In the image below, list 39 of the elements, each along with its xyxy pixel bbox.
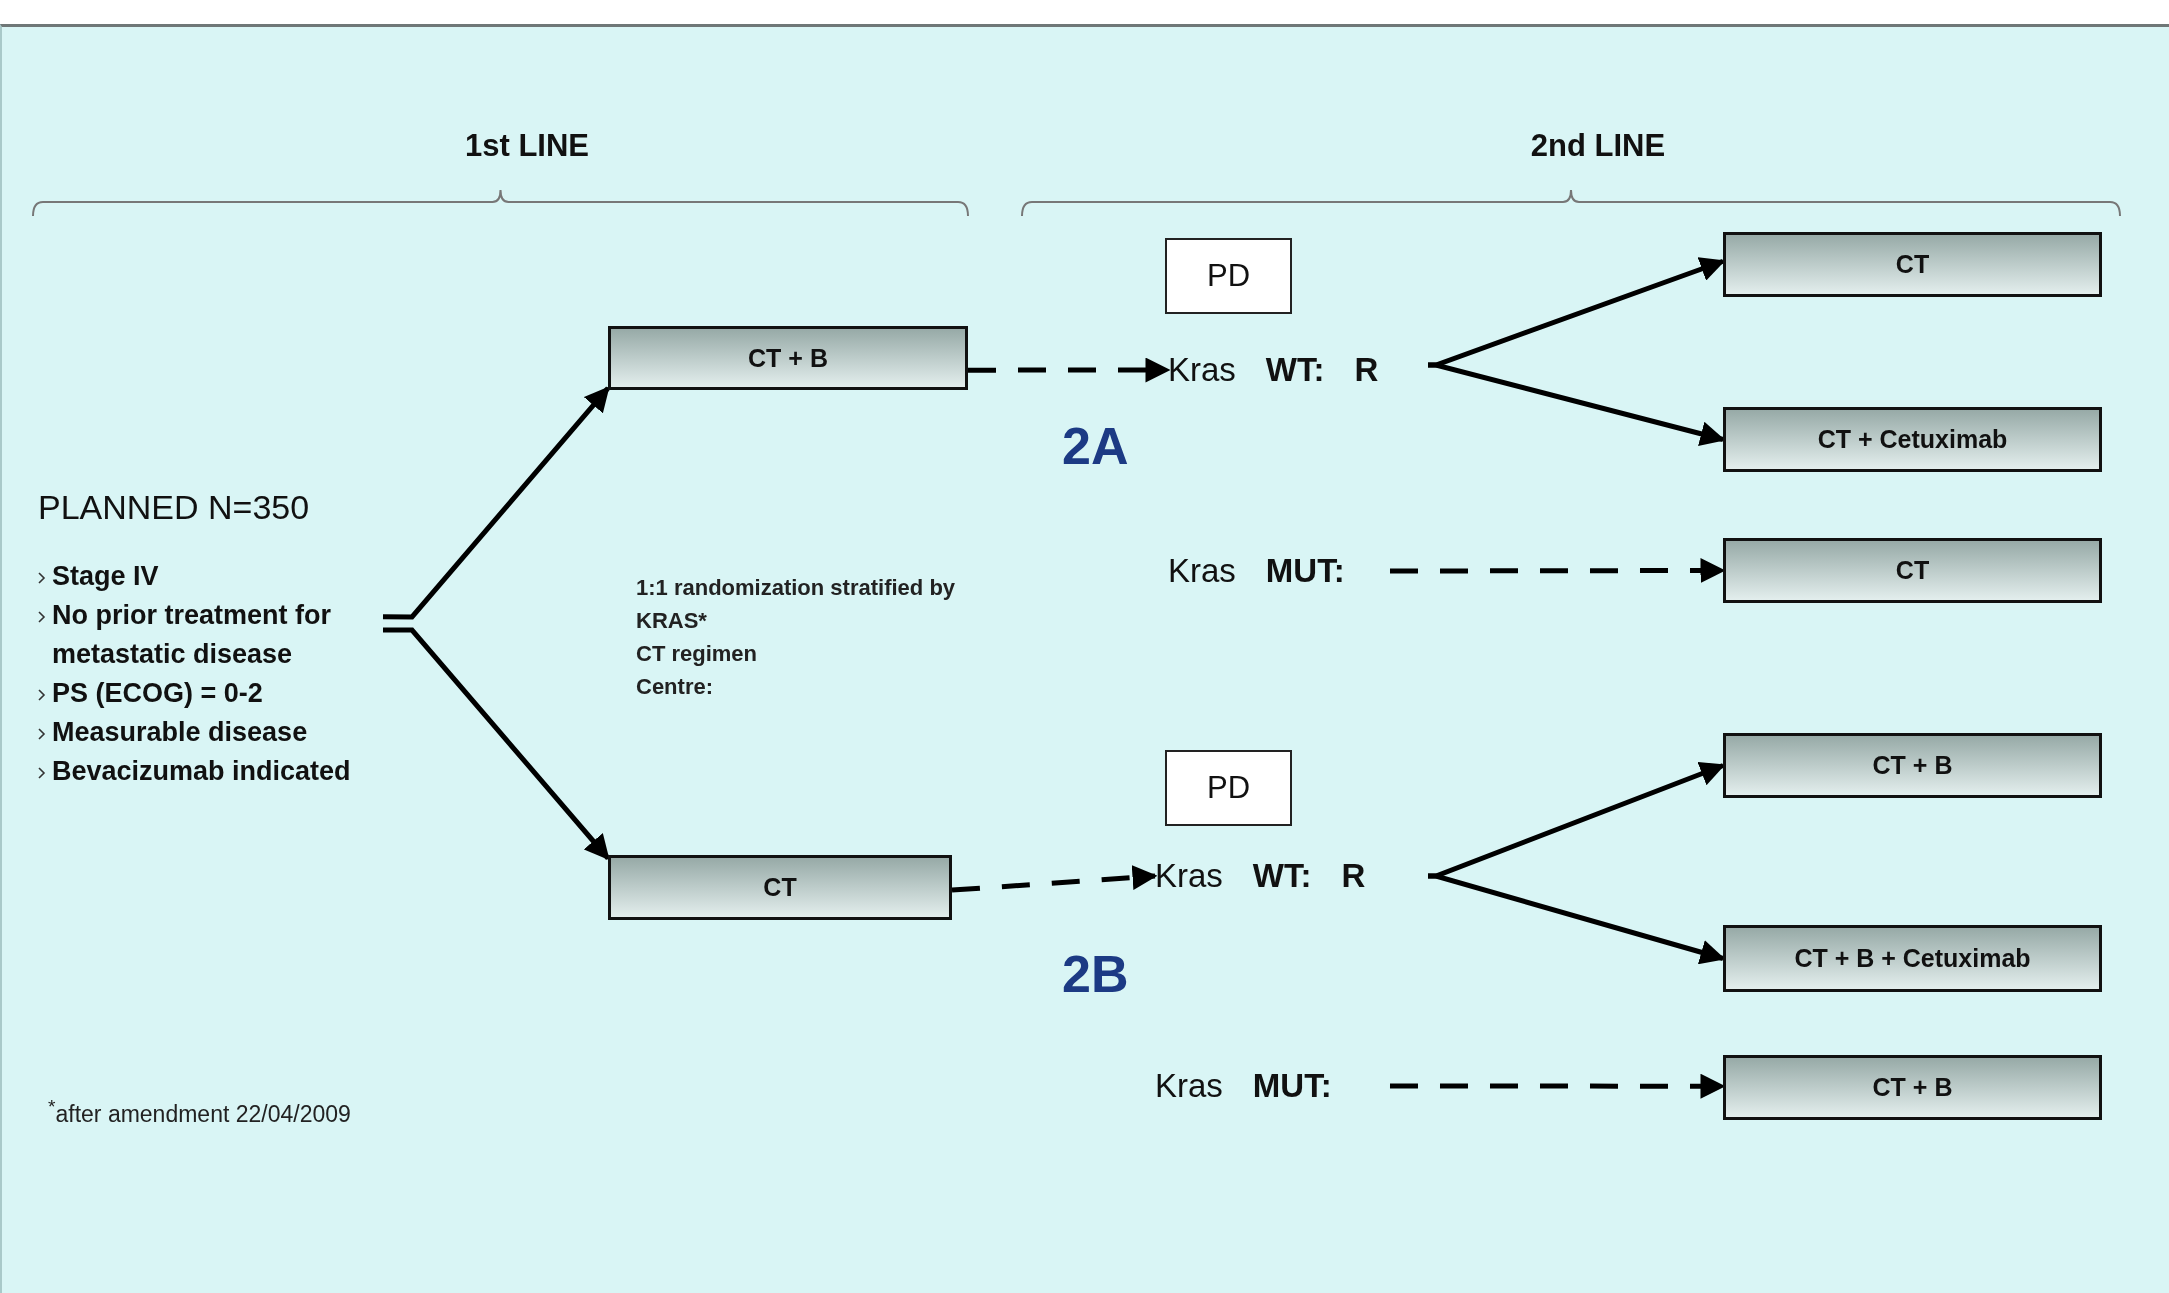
treatment-box: CT + B + Cetuximab	[1723, 925, 2102, 992]
treatment-box: CT	[1723, 538, 2102, 603]
treatment-box: CT + B	[608, 326, 968, 390]
gene-name: Kras	[1168, 351, 1236, 389]
criterion-text: Stage IV	[52, 560, 159, 593]
dashed-arrow	[968, 357, 1171, 383]
status-text: R	[1341, 857, 1366, 895]
treatment-box: CT + Cetuximab	[1723, 407, 2102, 472]
criterion-text: PS (ECOG) = 0-2	[52, 677, 263, 710]
status-text: MUT:	[1265, 552, 1345, 590]
criterion-text: Bevacizumab indicated	[52, 755, 351, 788]
section-heading: 1st LINE	[465, 128, 589, 164]
status-text: WT:	[1252, 857, 1312, 895]
footnote: $^{*}$after amendment 22/04/2009	[48, 1096, 351, 1128]
status-text: WT:	[1265, 351, 1325, 389]
gene-name: Kras	[1155, 1067, 1223, 1105]
note-text: Centre:	[636, 674, 713, 700]
treatment-box: CT	[1723, 232, 2102, 297]
gene-name: Kras	[1155, 857, 1223, 895]
arrow	[382, 386, 610, 620]
treatment-box: CT + B	[1723, 1055, 2102, 1120]
status-text: MUT:	[1252, 1067, 1332, 1105]
criterion-text: No prior treatment for metastatic disease	[52, 599, 333, 671]
dashed-arrow	[951, 865, 1158, 893]
criterion-text: Measurable disease	[52, 716, 308, 749]
treatment-box: CT + B	[1723, 733, 2102, 798]
note-text: 1:1 randomization stratified by	[636, 575, 956, 601]
arm-label: 2B	[1062, 944, 1129, 1004]
treatment-box: CT	[608, 855, 952, 920]
arm-label: 2A	[1062, 416, 1129, 476]
section-heading: 2nd LINE	[1530, 128, 1666, 164]
status-text: R	[1354, 351, 1379, 389]
arrow	[383, 627, 610, 861]
gene-name: Kras	[1168, 552, 1236, 590]
pd-box: PD	[1165, 238, 1292, 314]
heading: PLANNED N=350	[38, 488, 311, 527]
note-text: KRAS*	[636, 608, 707, 634]
pd-box: PD	[1165, 750, 1292, 826]
note-text: CT regimen	[636, 641, 758, 667]
